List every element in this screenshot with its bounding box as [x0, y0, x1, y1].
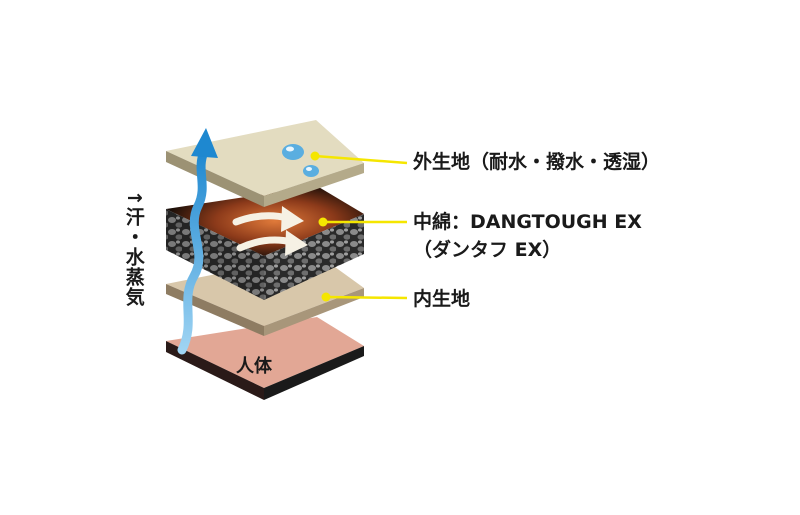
- water-droplets: [282, 144, 319, 177]
- middle-fill-label: 中綿：DANGTOUGH EX: [413, 211, 642, 233]
- body-label: 人体: [236, 356, 272, 377]
- outer-fabric-layer: [166, 120, 364, 207]
- outer-fabric-label: 外生地（耐水・撥水・透湿）: [413, 151, 661, 173]
- body-layer: [166, 317, 364, 400]
- sweat-vapor-label: ↑汗・水蒸気: [122, 190, 145, 307]
- inner-fabric-label: 内生地: [413, 288, 471, 310]
- leader-lines: [310, 151, 408, 302]
- heat-arrows: [232, 206, 308, 256]
- middle-fill-sublabel: （ダンタフ EX）: [413, 239, 562, 261]
- vapor-arrow: [177, 128, 218, 355]
- middle-fill-layer: [166, 186, 364, 300]
